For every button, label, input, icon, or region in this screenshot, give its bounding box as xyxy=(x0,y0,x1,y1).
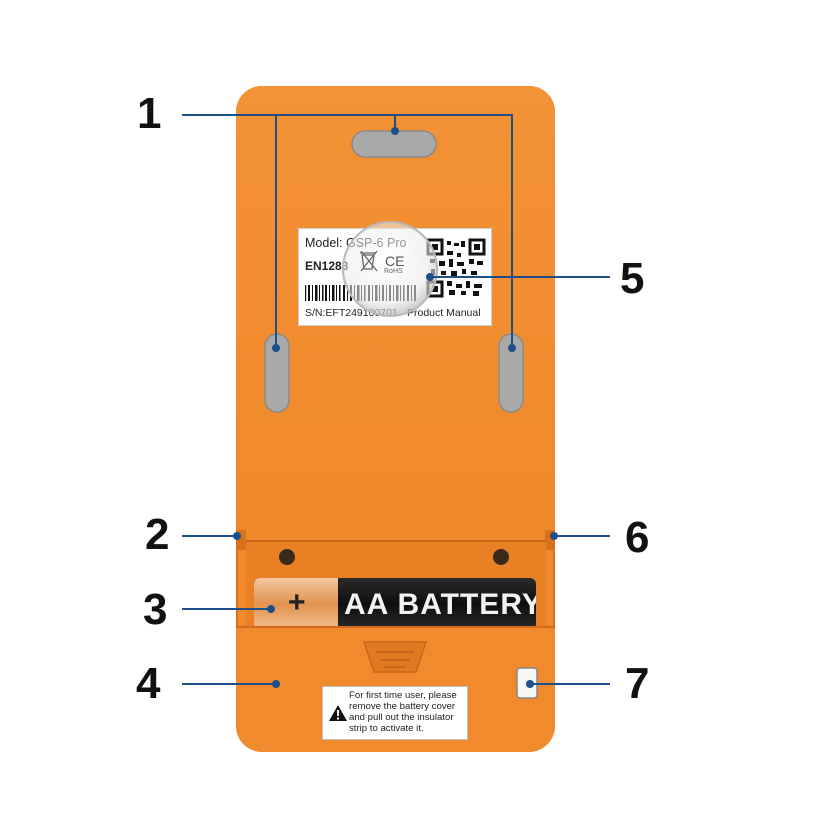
label-rohs: RoHS xyxy=(384,268,403,275)
callout-number-7: 7 xyxy=(625,659,650,708)
label-ce-mark: CE xyxy=(385,253,405,269)
screw-left xyxy=(279,549,295,565)
callout-number-2: 2 xyxy=(145,510,170,559)
battery-positive-end xyxy=(254,578,338,630)
battery-label: AA BATTERY xyxy=(344,588,536,621)
callout-number-5: 5 xyxy=(620,254,645,303)
label-manual: Product Manual xyxy=(407,307,481,319)
battery-plus-sign: + xyxy=(288,586,306,619)
callout-dot-1b xyxy=(272,344,280,352)
callout-dot-5 xyxy=(426,273,434,281)
warning-icon xyxy=(329,705,347,721)
warning-sticker: For first time user, please remove the b… xyxy=(322,686,468,740)
magnifier-lens xyxy=(342,221,438,317)
cover-grip xyxy=(362,641,428,673)
callout-number-4: 4 xyxy=(136,659,161,708)
label-standard: EN1283 xyxy=(305,259,349,273)
callout-dot-2 xyxy=(233,532,241,540)
callout-line-1 xyxy=(182,114,513,347)
callout-dot-1a xyxy=(391,127,399,135)
warning-text: For first time user, please remove the b… xyxy=(349,690,457,734)
callout-number-1: 1 xyxy=(137,89,162,138)
side-notch-left xyxy=(236,530,246,550)
callout-dot-7 xyxy=(526,680,534,688)
weee-bin-icon xyxy=(360,250,378,272)
callout-dot-6 xyxy=(550,532,558,540)
aa-battery: + AA BATTERY xyxy=(254,578,536,630)
callout-dot-4 xyxy=(272,680,280,688)
callout-number-3: 3 xyxy=(143,585,168,634)
callout-number-6: 6 xyxy=(625,513,650,562)
callout-dot-1c xyxy=(508,344,516,352)
side-notch-right xyxy=(545,530,555,550)
callout-dot-3 xyxy=(267,605,275,613)
screw-right xyxy=(493,549,509,565)
